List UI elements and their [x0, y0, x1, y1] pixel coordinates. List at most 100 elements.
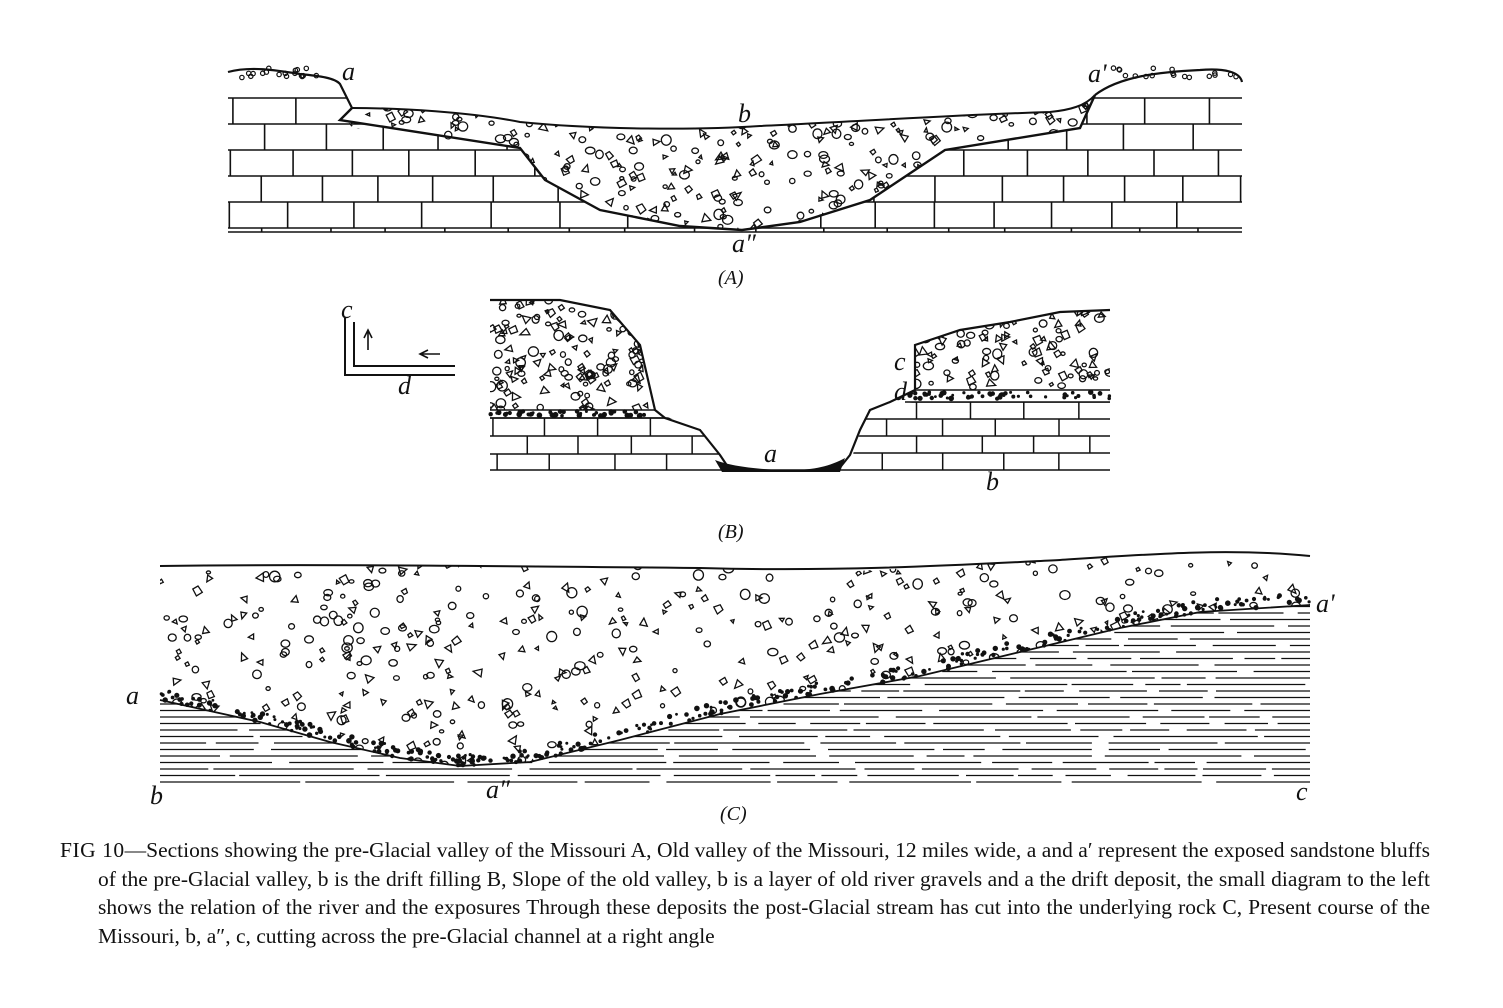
gravel-dot [426, 755, 430, 759]
pebble [900, 135, 908, 142]
gravel-dot [815, 682, 818, 685]
pebble [329, 611, 337, 619]
pebble [532, 206, 540, 213]
pebble [162, 744, 172, 751]
pebble [981, 730, 987, 735]
pebble [1049, 744, 1057, 749]
pebble [993, 163, 999, 169]
gravel-dot [667, 714, 672, 719]
pebble [1072, 753, 1082, 762]
pebble [972, 177, 979, 182]
pebble [920, 728, 929, 737]
pebble [716, 116, 720, 120]
surface-pebble [1123, 73, 1127, 77]
pebble [1024, 228, 1029, 233]
pebble [867, 594, 872, 599]
pebble [511, 377, 518, 383]
pebble [932, 325, 938, 332]
pebble [1035, 184, 1044, 192]
pebble [640, 618, 648, 626]
pebble [1225, 686, 1233, 693]
pebble [701, 595, 708, 602]
pebble [450, 720, 454, 724]
gravel-dot [1098, 391, 1103, 396]
pebble [179, 616, 187, 622]
pebble [1022, 361, 1027, 366]
pebble [565, 759, 570, 764]
pebble [636, 204, 646, 214]
pebble [1146, 568, 1152, 573]
pebble [696, 732, 704, 740]
pebble [634, 326, 638, 330]
pebble [986, 372, 991, 377]
pebble [540, 353, 545, 357]
pebble [742, 714, 751, 723]
pebble [771, 131, 777, 137]
pebble [493, 215, 498, 220]
pebble [1075, 751, 1081, 756]
pebble [450, 154, 455, 158]
pebble [723, 215, 733, 224]
pebble [1055, 320, 1062, 328]
pebble [553, 194, 561, 202]
pebble [968, 702, 972, 707]
pebble [924, 120, 930, 125]
pebble [1018, 191, 1024, 197]
gravel-dot [694, 706, 700, 712]
pebble [574, 628, 581, 635]
pebble [320, 648, 325, 653]
pebble [905, 625, 913, 633]
pebble [926, 165, 934, 174]
gravel-dot [1225, 600, 1231, 606]
pebble [1170, 601, 1177, 606]
pebble [963, 127, 968, 131]
pebble [661, 135, 671, 145]
pebble [467, 613, 474, 619]
pebble [437, 193, 445, 201]
pebble [742, 128, 748, 135]
pebble [198, 717, 203, 722]
pebble [764, 207, 771, 213]
gravel-dot [553, 412, 559, 418]
pebble [827, 647, 834, 653]
pebble [793, 730, 800, 737]
gravel-dot [1017, 395, 1020, 398]
pebble [397, 596, 403, 603]
pebble [253, 613, 259, 618]
pebble [353, 600, 358, 606]
pebble [295, 572, 302, 577]
section-b: a b c d (B) [486, 296, 1114, 543]
pebble [1013, 694, 1017, 698]
pebble [804, 676, 808, 680]
pebble [544, 219, 552, 226]
pebble [306, 766, 314, 773]
pebble [566, 156, 574, 164]
gravel-dot [456, 754, 461, 759]
pebble [751, 155, 761, 165]
pebble [990, 311, 1000, 319]
pebble [871, 659, 878, 665]
gravel-dot [273, 715, 276, 718]
pebble [173, 678, 181, 685]
pebble [339, 208, 344, 213]
pebble [511, 194, 518, 201]
gravel-dot [354, 740, 359, 745]
pebble [1045, 178, 1050, 184]
pebble [1013, 340, 1017, 344]
gravel-dot [527, 754, 530, 757]
pebble [327, 759, 333, 764]
pebble [520, 184, 526, 190]
pebble [780, 656, 788, 664]
gravel-dot [980, 653, 984, 657]
pebble [1033, 571, 1037, 575]
pebble [873, 643, 880, 652]
pebble [314, 616, 321, 623]
pebble [1192, 641, 1196, 645]
pebble [355, 129, 360, 134]
caption-text: —Sections showing the pre-Glacial valley… [98, 838, 1430, 948]
pebble [408, 633, 413, 638]
pebble [869, 606, 874, 610]
pebble [853, 717, 858, 724]
gravel-dot [934, 395, 937, 398]
gravel-dot [488, 758, 492, 762]
